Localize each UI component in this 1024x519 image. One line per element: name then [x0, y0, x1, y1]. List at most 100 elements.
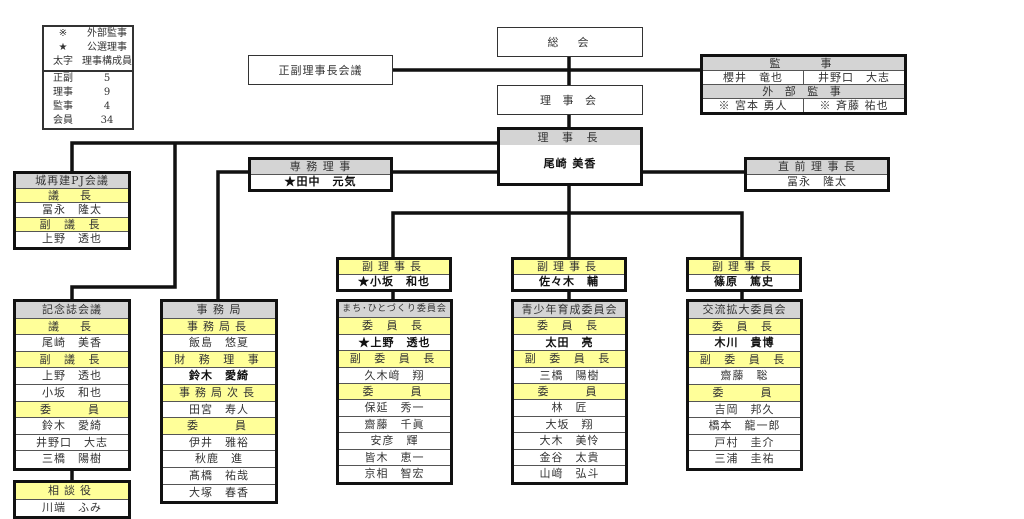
kinenshi-box: 記念誌会議議 長尾崎 美香副 議 長上野 透也小坂 和也委 員鈴木 愛綺井野口 … — [13, 299, 131, 471]
senmu-box: 専 務 理 事★田中 元気 — [248, 157, 393, 192]
box-header: 交流拡大委員会 — [689, 302, 800, 319]
seisho-box: 青少年育成委員会委 員 長太田 亮副 委 員 長三橋 陽樹委 員林 匠大坂 翔大… — [511, 299, 628, 486]
board-box: 理 事 会 — [497, 85, 643, 115]
role-label: 委 員 長 — [514, 318, 625, 335]
count-label: 監事 — [53, 101, 73, 112]
koryu-box: 交流拡大委員会委 員 長木川 貴博副 委 員 長齋藤 聡委 員吉岡 邦久橋本 龍… — [686, 299, 803, 471]
president-name: 尾崎 美香 — [543, 157, 597, 170]
count-label: 正副 — [53, 73, 73, 84]
pj-box: 城再建PJ会議議 長冨永 隆太副 議 長上野 透也 — [13, 171, 131, 250]
legend-meaning: 公選理事 — [87, 42, 127, 53]
box-header: 事 務 局 — [163, 302, 275, 319]
member-name: 齋藤 千眞 — [339, 417, 450, 434]
role-label: 副 委 員 長 — [339, 351, 450, 368]
legend-mark: ★ — [58, 42, 68, 53]
president-box: 理 事 長 尾崎 美香 — [497, 127, 643, 186]
member-name: 吉岡 邦久 — [689, 402, 800, 419]
count-value: 4 — [103, 101, 111, 112]
member-name: 大坂 翔 — [514, 417, 625, 434]
member-name: 三浦 圭祐 — [714, 452, 775, 466]
member-name: 川端 ふみ — [42, 500, 102, 514]
member-name: 佐々木 輔 — [539, 274, 599, 288]
vp1-box: 副理事長★小坂 和也 — [336, 257, 452, 292]
auditors-row: 櫻井 竜也井野口 大志 — [703, 71, 904, 85]
member-name: 齋藤 聡 — [689, 368, 800, 385]
role-label: 財 務 理 事 — [163, 351, 275, 369]
member-name: 安彦 輝 — [339, 433, 450, 450]
legend-meaning: 理事構成員 — [82, 56, 132, 67]
role-label: 委 員 — [339, 383, 450, 401]
member-name: 田宮 寿人 — [163, 402, 275, 419]
auditors-box: 監 事 櫻井 竜也井野口 大志 外 部 監 事 ※ 宮本 勇人 ※ 斉藤 祐也 — [700, 54, 907, 115]
auditor-name: 井野口 大志 — [818, 71, 890, 84]
role-label: 委 員 — [514, 383, 625, 401]
legend-mark: 太字 — [53, 56, 73, 67]
legend-mark: ※ — [58, 28, 68, 39]
vp2-box: 副理事長佐々木 輔 — [511, 257, 627, 292]
role-label: 副 議 長 — [16, 217, 128, 232]
role-label: 副 委 員 長 — [514, 351, 625, 368]
machi-box: まち･ひとづくり委員会委 員 長★上野 透也副 委 員 長久木﨑 翔委 員保延 … — [336, 299, 453, 486]
member-name: 太田 亮 — [514, 335, 625, 352]
box-header: まち･ひとづくり委員会 — [339, 302, 450, 319]
box-header: 専 務 理 事 — [251, 160, 390, 175]
box-header: 直 前 理 事 長 — [747, 160, 887, 175]
role-label: 委 員 — [689, 384, 800, 402]
box-header: 記念誌会議 — [16, 302, 128, 319]
role-label: 副理事長 — [514, 260, 624, 275]
count-label: 会員 — [53, 115, 73, 126]
sodan-box: 相談役川端 ふみ — [13, 480, 131, 519]
member-name: 橋本 龍一郎 — [689, 418, 800, 435]
member-name: 伊井 雅裕 — [163, 435, 275, 452]
member-name: ★上野 透也 — [339, 335, 450, 352]
member-name: 三橋 陽樹 — [42, 452, 102, 466]
member-name: 鈴木 愛綺 — [163, 368, 275, 385]
role-label: 委 員 長 — [339, 318, 450, 335]
role-label: 委 員 長 — [689, 318, 800, 336]
role-label: 副理事長 — [689, 260, 799, 275]
member-name: 山﨑 弘斗 — [539, 466, 600, 480]
member-name: 冨永 隆太 — [16, 203, 128, 218]
member-name: 冨永 隆太 — [787, 174, 847, 188]
zenpresident-box: 直 前 理 事 長冨永 隆太 — [744, 157, 890, 192]
member-name: 秋鹿 進 — [163, 451, 275, 468]
member-name: 小坂 和也 — [16, 385, 128, 402]
count-label: 理事 — [53, 87, 73, 98]
general-meeting-box: 総 会 — [497, 27, 643, 57]
external-auditors-header: 外 部 監 事 — [703, 85, 904, 99]
member-name: 皆木 恵一 — [339, 450, 450, 466]
member-name: ★田中 元気 — [284, 174, 357, 188]
chairs-meeting-box: 正副理事長会議 — [248, 55, 393, 85]
role-label: 相談役 — [16, 483, 128, 500]
count-value: 34 — [100, 115, 114, 126]
external-auditor-name: ※ 宮本 勇人 — [703, 99, 804, 112]
member-name: 鈴木 愛綺 — [16, 418, 128, 435]
member-name: ★小坂 和也 — [358, 274, 430, 288]
count-value: 5 — [103, 73, 111, 84]
role-label: 事務局次長 — [163, 384, 275, 402]
role-label: 事務局長 — [163, 318, 275, 336]
box-header: 城再建PJ会議 — [16, 174, 128, 189]
member-name: 金谷 太貴 — [514, 450, 625, 466]
role-label: 委 員 — [163, 418, 275, 435]
member-name: 篠原 篤史 — [714, 274, 774, 288]
role-label: 委 員 — [16, 401, 128, 419]
member-name: 林 匠 — [514, 400, 625, 417]
role-label: 副 議 長 — [16, 351, 128, 369]
member-name: 大木 美怜 — [514, 433, 625, 450]
role-label: 副理事長 — [339, 260, 449, 275]
member-name: 久木﨑 翔 — [339, 368, 450, 384]
member-name: 戸村 圭介 — [689, 435, 800, 452]
jimu-box: 事 務 局事務局長飯島 悠夏財 務 理 事鈴木 愛綺事務局次長田宮 寿人委 員伊… — [160, 299, 278, 505]
external-auditors-row: ※ 宮本 勇人 ※ 斉藤 祐也 — [703, 99, 904, 112]
member-name: 木川 貴博 — [689, 335, 800, 352]
external-auditor-name: ※ 斉藤 祐也 — [819, 99, 889, 112]
member-name: 飯島 悠夏 — [163, 335, 275, 352]
member-name: 尾崎 美香 — [16, 335, 128, 352]
member-name: 京相 智宏 — [364, 466, 425, 480]
count-value: 9 — [103, 87, 111, 98]
auditors-header: 監 事 — [703, 57, 904, 71]
role-label: 議 長 — [16, 318, 128, 336]
role-label: 議 長 — [16, 188, 128, 203]
